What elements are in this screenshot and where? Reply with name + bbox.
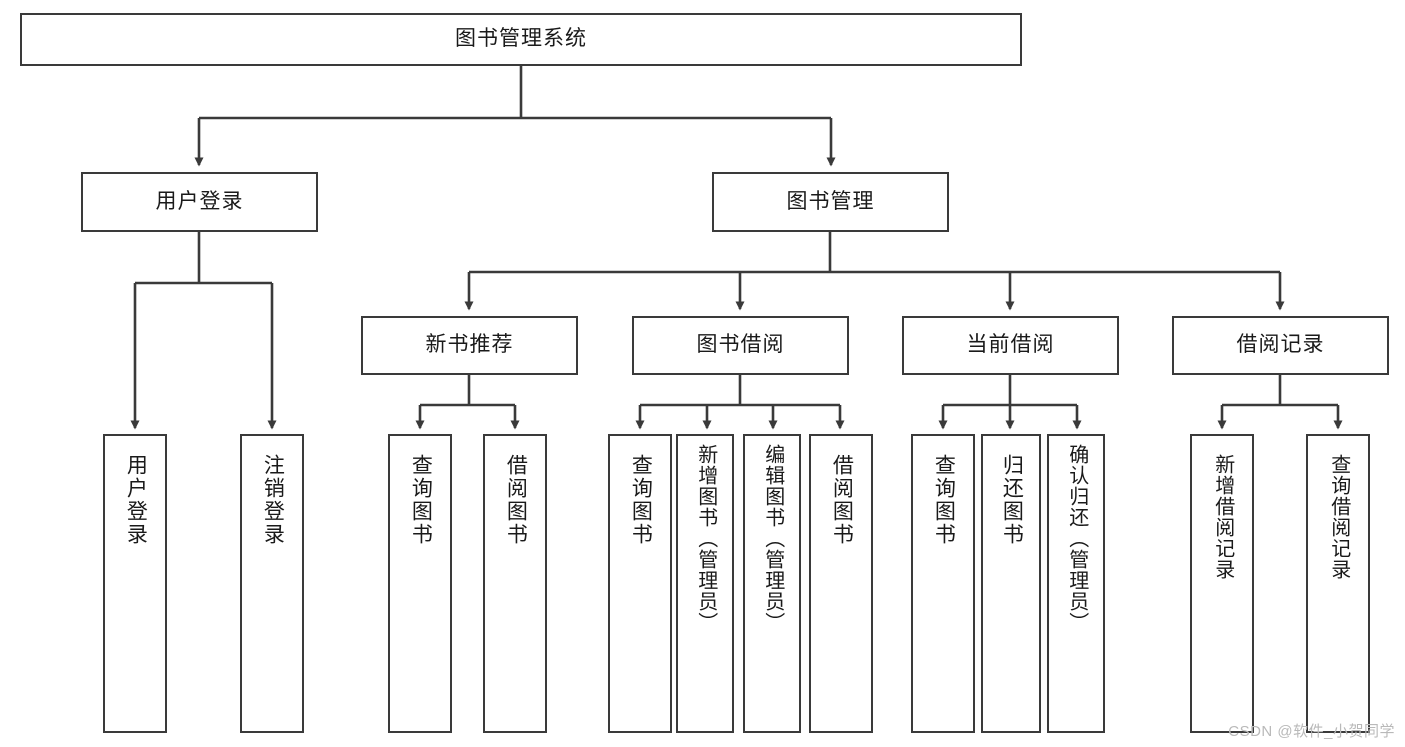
node-root[interactable]: 图书管理系统 bbox=[20, 13, 1022, 66]
node-leaf-query-book-2-label: 查询图书 bbox=[629, 454, 653, 546]
node-leaf-edit-book[interactable]: 编辑图书（管理员） bbox=[743, 434, 801, 733]
node-leaf-add-record-label: 新增借阅记录 bbox=[1211, 454, 1234, 580]
node-leaf-edit-book-label: 编辑图书（管理员） bbox=[761, 444, 784, 633]
node-leaf-add-book[interactable]: 新增图书（管理员） bbox=[676, 434, 734, 733]
node-leaf-borrow-book-2[interactable]: 借阅图书 bbox=[809, 434, 873, 733]
node-leaf-borrow-book-1-label: 借阅图书 bbox=[504, 454, 528, 546]
node-leaf-user-login[interactable]: 用户登录 bbox=[103, 434, 167, 733]
node-borrow-record-label: 借阅记录 bbox=[1236, 333, 1325, 357]
node-leaf-confirm-return[interactable]: 确认归还（管理员） bbox=[1047, 434, 1105, 733]
node-leaf-return-book[interactable]: 归还图书 bbox=[981, 434, 1041, 733]
node-leaf-user-login-label: 用户登录 bbox=[124, 454, 148, 546]
node-leaf-borrow-book-2-label: 借阅图书 bbox=[830, 454, 854, 546]
node-user-login[interactable]: 用户登录 bbox=[81, 172, 318, 232]
node-new-book-recommend-label: 新书推荐 bbox=[425, 333, 514, 357]
node-leaf-query-book-3-label: 查询图书 bbox=[932, 454, 956, 546]
csdn-watermark: CSDN @软件_小贺同学 bbox=[1228, 723, 1395, 740]
node-leaf-add-book-label: 新增图书（管理员） bbox=[694, 444, 717, 633]
node-leaf-query-record[interactable]: 查询借阅记录 bbox=[1306, 434, 1370, 733]
node-book-manage-label: 图书管理 bbox=[786, 189, 875, 213]
node-leaf-query-record-label: 查询借阅记录 bbox=[1327, 454, 1350, 580]
node-book-manage[interactable]: 图书管理 bbox=[712, 172, 949, 232]
node-leaf-query-book-2[interactable]: 查询图书 bbox=[608, 434, 672, 733]
node-leaf-query-book-1-label: 查询图书 bbox=[409, 454, 433, 546]
node-leaf-logout-label: 注销登录 bbox=[261, 454, 285, 546]
node-leaf-logout[interactable]: 注销登录 bbox=[240, 434, 304, 733]
node-root-label: 图书管理系统 bbox=[455, 27, 587, 51]
node-book-borrow-label: 图书借阅 bbox=[696, 333, 785, 357]
node-leaf-confirm-return-label: 确认归还（管理员） bbox=[1065, 444, 1088, 633]
node-current-borrow[interactable]: 当前借阅 bbox=[902, 316, 1119, 375]
node-leaf-return-book-label: 归还图书 bbox=[1000, 454, 1024, 546]
node-leaf-add-record[interactable]: 新增借阅记录 bbox=[1190, 434, 1254, 733]
node-leaf-query-book-3[interactable]: 查询图书 bbox=[911, 434, 975, 733]
node-borrow-record[interactable]: 借阅记录 bbox=[1172, 316, 1389, 375]
node-current-borrow-label: 当前借阅 bbox=[966, 333, 1055, 357]
node-leaf-borrow-book-1[interactable]: 借阅图书 bbox=[483, 434, 547, 733]
node-new-book-recommend[interactable]: 新书推荐 bbox=[361, 316, 578, 375]
node-leaf-query-book-1[interactable]: 查询图书 bbox=[388, 434, 452, 733]
node-user-login-label: 用户登录 bbox=[155, 189, 244, 213]
node-book-borrow[interactable]: 图书借阅 bbox=[632, 316, 849, 375]
